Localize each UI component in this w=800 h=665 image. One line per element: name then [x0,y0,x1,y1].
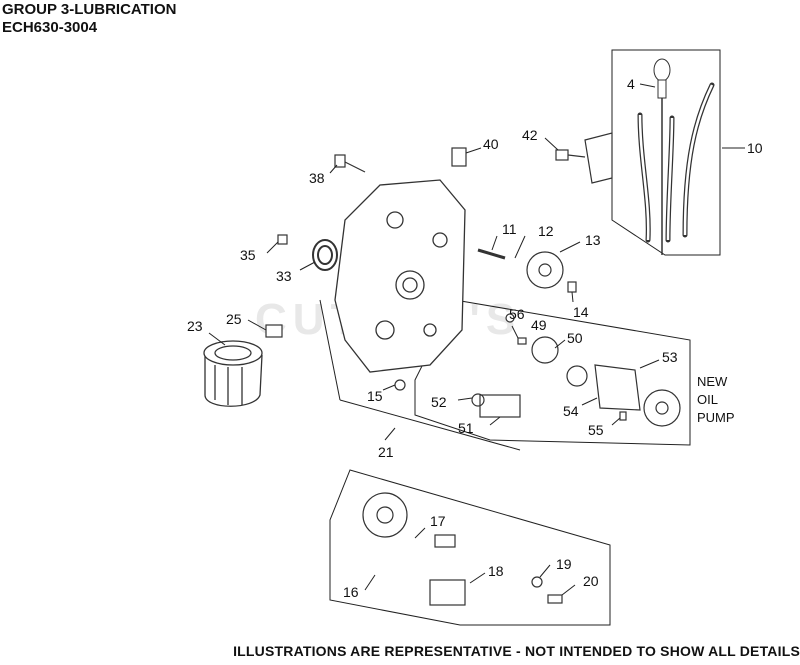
bracket-42 [584,132,613,184]
relief-valve-51 [479,394,521,418]
bolt-20 [547,594,563,604]
disclaimer-footer: ILLUSTRATIONS ARE REPRESENTATIVE - NOT I… [233,643,800,659]
new-oil-pump-note-line1: NEW [697,374,728,389]
callout-15: 15 [367,388,383,404]
adapter-25 [265,324,283,338]
plug-56 [505,313,515,323]
new-oil-pump-note-line2: OIL [697,392,718,407]
pickup-18 [429,579,466,606]
callout-10: 10 [747,140,763,156]
tube-17 [434,534,456,548]
callout-42: 42 [522,127,538,143]
callout-23: 23 [187,318,203,334]
callout-21: 21 [378,444,394,460]
callout-38: 38 [309,170,325,186]
oring-50 [531,336,559,364]
cover-leader-21 [319,299,341,401]
callout-49: 49 [531,317,547,333]
callout-56: 56 [509,306,525,322]
callout-51: 51 [458,420,474,436]
oil-seal [312,239,338,271]
callout-13: 13 [585,232,601,248]
pin-11 [477,248,506,260]
washer-19 [531,576,543,588]
callout-4: 4 [627,76,635,92]
callout-12: 12 [538,223,554,239]
dipstick-group-frame [611,49,721,256]
new-oil-pump-note-line3: PUMP [697,410,735,425]
callout-52: 52 [431,394,447,410]
pump-cover-54 [594,364,641,411]
lower-group-frame [329,469,611,626]
oil-pump-group-frame [414,299,691,446]
dipstick [653,58,671,255]
callout-19: 19 [556,556,572,572]
callout-25: 25 [226,311,242,327]
plug-35 [277,234,288,245]
screw-55 [619,411,627,421]
callout-11: 11 [502,221,517,237]
gear-cover [334,179,466,373]
model-code: ECH630-3004 [2,19,98,36]
callout-33: 33 [276,268,292,284]
callout-55: 55 [588,422,604,438]
callout-35: 35 [240,247,256,263]
callout-17: 17 [430,513,446,529]
rotor-50 [566,365,588,387]
oil-filter [203,340,263,407]
bolt-38 [334,154,346,168]
oring-52 [471,393,485,407]
callout-53: 53 [662,349,678,365]
bolt-14 [567,281,577,293]
callout-14: 14 [573,304,589,320]
oring-15 [394,379,406,391]
callout-20: 20 [583,573,599,589]
bolt-42 [555,149,569,161]
diagram-group-title: GROUP 3-LUBRICATION [2,1,177,18]
callout-40: 40 [483,136,499,152]
callout-16: 16 [343,584,359,600]
sender-40 [451,147,467,167]
callout-50: 50 [567,330,583,346]
spring-49 [517,337,527,345]
callout-18: 18 [488,563,504,579]
callout-54: 54 [563,403,579,419]
